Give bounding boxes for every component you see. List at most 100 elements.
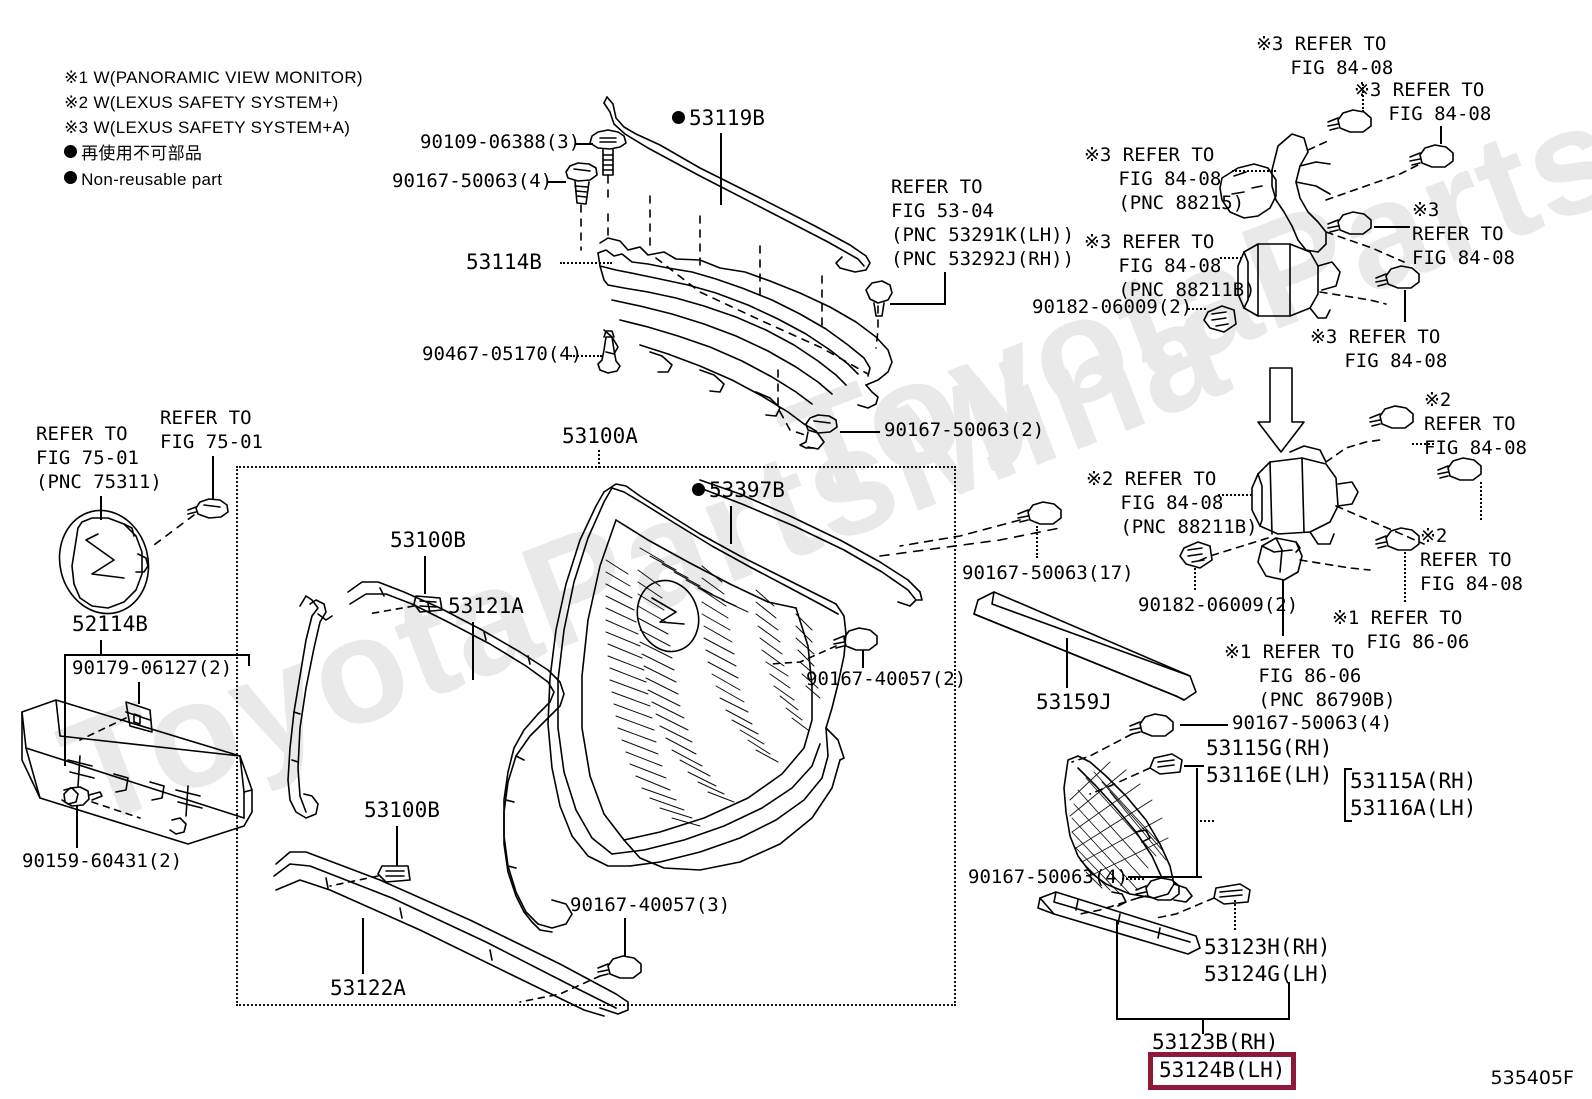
legend-item-5: Non-reusable part <box>44 142 222 217</box>
non-reusable-bullet-icon <box>64 171 78 184</box>
label-part-53100B-top: 53100B <box>390 528 466 552</box>
label-part-53121A: 53121A <box>448 594 524 618</box>
leader-line <box>1066 638 1068 688</box>
bracket-53123B-right <box>1288 982 1290 1018</box>
leader-line <box>1036 526 1038 558</box>
leader-line <box>598 450 600 468</box>
leader-line <box>1480 482 1482 520</box>
leader-line <box>1196 820 1214 822</box>
label-refer-fig-84-08-e: ※3 REFER TO FIG 84-08 <box>1310 326 1448 372</box>
leader-line <box>100 496 102 520</box>
bracket-53115A-bottom <box>1196 876 1202 878</box>
leader-line <box>424 556 426 594</box>
label-part-53100A: 53100A <box>562 424 638 448</box>
label-part-53123H-53124G: 53123H(RH) 53124G(LH) <box>1204 935 1331 986</box>
label-refer-fig-75-01-pnc: REFER TO FIG 75-01 (PNC 75311) <box>36 423 162 493</box>
leader-line <box>890 303 946 305</box>
legend-item-1: ※1 W(PANORAMIC VIEW MONITOR) <box>64 68 363 87</box>
bracket-53115A-right-top <box>1344 768 1352 770</box>
leader-line <box>1218 494 1252 496</box>
label-refer-fig-84-08-a: ※3 REFER TO FIG 84-08 <box>1256 33 1394 79</box>
bracket-53123B-left <box>1116 920 1118 1020</box>
label-part-53397B: 53397B <box>692 478 785 503</box>
leader-line <box>575 143 591 145</box>
label-part-53122A: 53122A <box>330 976 406 1000</box>
label-bolt-90167-50063-4c: 90167-50063(4) <box>968 866 1129 888</box>
label-bolt-90167-50063-4b: 90167-50063(4) <box>1232 712 1393 734</box>
legend-item-3: ※3 W(LEXUS SAFETY SYSTEM+A) <box>64 118 351 137</box>
leader-line <box>1282 580 1284 636</box>
bracket-52114B <box>64 654 250 656</box>
leader-line <box>138 682 140 704</box>
leader-line <box>1440 126 1442 144</box>
label-refer-fig-84-08-pnc88215: ※3 REFER TO FIG 84-08 (PNC 88215) <box>1084 144 1245 214</box>
leader-line <box>472 622 474 680</box>
diagram-id-code: 535405F <box>1490 1067 1574 1089</box>
leader-line <box>76 806 78 848</box>
legend-item-2: ※2 W(LEXUS SAFETY SYSTEM+) <box>64 93 339 112</box>
legend-item-4: 再使用不可部品 <box>44 116 202 192</box>
leader-line <box>862 650 864 668</box>
bracket-52114B-right <box>248 654 250 666</box>
label-bolt-90167-40057-2: 90167-40057(2) <box>806 668 967 690</box>
label-refer-fig-84-08-g: ※2 REFER TO FIG 84-08 <box>1420 525 1523 595</box>
bracket-53115A-right-bot <box>1344 820 1352 822</box>
non-reusable-bullet-icon <box>672 111 685 124</box>
label-refer-fig-84-08-c: ※3 REFER TO FIG 84-08 <box>1412 199 1515 269</box>
main-assembly-group-box <box>236 466 956 1006</box>
label-refer-fig-84-08-f: ※2 REFER TO FIG 84-08 <box>1424 389 1527 459</box>
label-bolt-90109-06388: 90109-06388(3) <box>420 131 581 153</box>
label-bolt-90167-50063-2: 90167-50063(2) <box>884 419 1045 441</box>
leader-line <box>212 456 214 500</box>
leader-line <box>1194 568 1196 590</box>
label-nut-90182-06009-top: 90182-06009(2) <box>1032 296 1193 318</box>
leader-line <box>100 640 102 654</box>
leader-line <box>840 431 880 433</box>
label-part-53123B-RH: 53123B(RH) <box>1152 1030 1279 1054</box>
leader-line <box>624 918 626 956</box>
label-refer-fig-84-08-pnc88211B-bottom: ※2 REFER TO FIG 84-08 (PNC 88211B) <box>1086 468 1258 538</box>
label-refer-fig-53-04: REFER TO FIG 53-04 (PNC 53291K(LH)) (PNC… <box>891 176 1075 270</box>
label-bolt-90159-60431: 90159-60431(2) <box>22 850 183 872</box>
non-reusable-bullet-icon <box>692 483 705 496</box>
label-clip-90179-06127: 90179-06127(2) <box>72 657 233 679</box>
label-part-53124B-LH-highlighted[interactable]: 53124B(LH) <box>1148 1052 1297 1090</box>
leader-line <box>1404 290 1406 322</box>
leader-line <box>1180 724 1228 726</box>
leader-line <box>1188 308 1206 310</box>
bracket-53123B-stem <box>1202 1018 1204 1034</box>
leader-line <box>548 181 566 183</box>
non-reusable-bullet-icon <box>64 145 78 158</box>
label-refer-fig-86-06-a: ※1 REFER TO FIG 86-06 <box>1332 607 1470 653</box>
leader-line <box>396 826 398 866</box>
label-refer-fig-84-08-pnc88211B-top: ※3 REFER TO FIG 84-08 (PNC 88211B) <box>1084 231 1256 301</box>
label-part-52114B: 52114B <box>72 612 148 636</box>
bracket-52114B-left <box>64 654 66 766</box>
label-nut-90182-06009-bottom: 90182-06009(2) <box>1138 594 1299 616</box>
leader-line <box>1374 226 1410 228</box>
leader-line <box>1184 765 1204 767</box>
leader-line <box>1404 552 1406 602</box>
label-part-53159J: 53159J <box>1036 690 1112 714</box>
bracket-53115A-right <box>1344 768 1346 822</box>
leader-line <box>1362 84 1364 112</box>
label-bolt-90167-40057-3: 90167-40057(3) <box>570 894 731 916</box>
leader-line <box>720 133 722 205</box>
leader-line <box>730 506 732 544</box>
bracket-53115A-vertical <box>1196 768 1198 878</box>
leader-line <box>1220 257 1242 259</box>
leader-line <box>570 355 602 357</box>
label-part-53114B: 53114B <box>466 250 542 274</box>
label-part-53115G-53116E: 53115G(RH) 53116E(LH) <box>1206 736 1333 787</box>
leader-line <box>944 272 946 304</box>
label-part-53119B: 53119B <box>672 106 765 131</box>
leader-line <box>560 262 612 264</box>
leader-line <box>362 918 364 974</box>
leader-line <box>1234 900 1236 930</box>
label-clip-90467-05170: 90467-05170(4) <box>422 343 583 365</box>
leader-line <box>1412 443 1434 445</box>
label-refer-fig-86-06-pnc86790B: ※1 REFER TO FIG 86-06 (PNC 86790B) <box>1224 641 1396 711</box>
label-refer-fig-75-01: REFER TO FIG 75-01 <box>160 407 263 453</box>
label-part-53115A-53116A: 53115A(RH) 53116A(LH) <box>1350 769 1477 820</box>
